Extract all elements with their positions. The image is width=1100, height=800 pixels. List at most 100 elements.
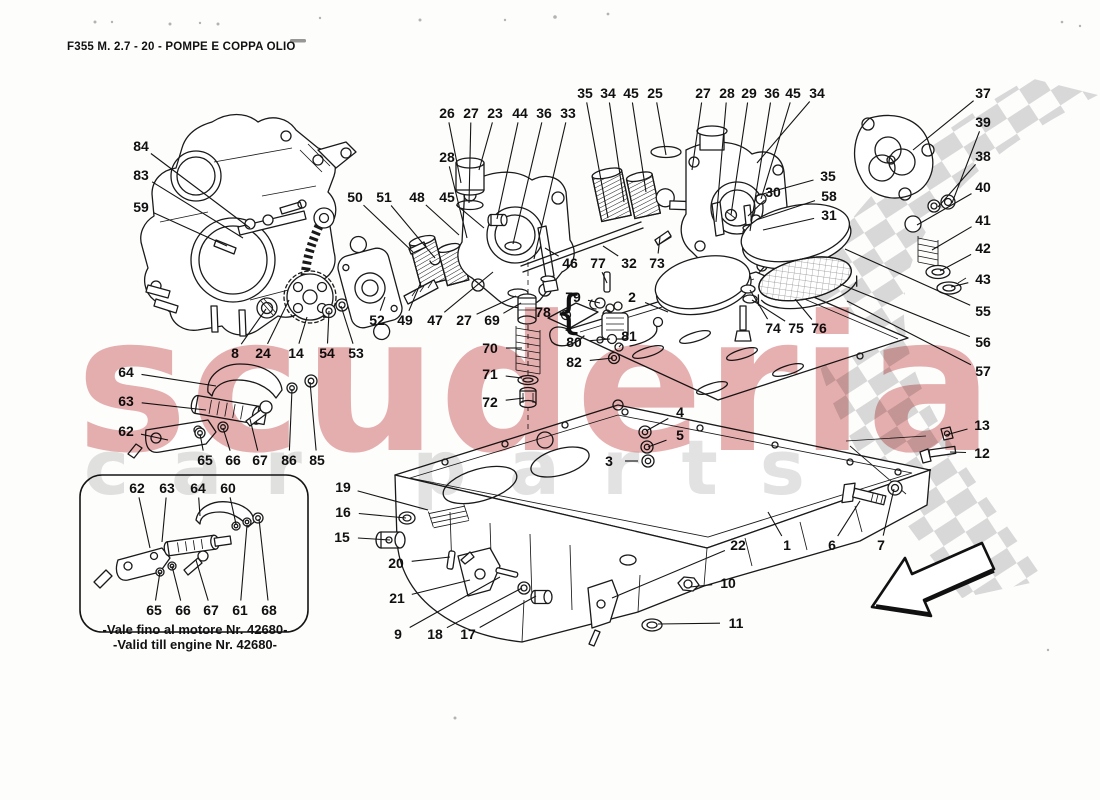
leader-line xyxy=(448,166,468,239)
leader-line xyxy=(195,559,209,601)
callout-81: 81 xyxy=(621,328,637,344)
callout-42: 42 xyxy=(975,240,991,256)
leader-line xyxy=(151,181,244,239)
callout-66: 66 xyxy=(175,602,191,618)
leader-line xyxy=(644,301,669,313)
callout-29: 29 xyxy=(741,85,757,101)
callout-4: 4 xyxy=(676,404,684,420)
callout-21: 21 xyxy=(389,590,405,606)
leader-line xyxy=(656,102,667,156)
leader-line xyxy=(715,102,727,223)
callout-27: 27 xyxy=(695,85,711,101)
callout-52: 52 xyxy=(369,312,385,328)
callout-67: 67 xyxy=(203,602,219,618)
callout-75: 75 xyxy=(788,320,804,336)
scan-specks xyxy=(93,12,1082,720)
leader-line xyxy=(844,248,971,306)
callout-27: 27 xyxy=(463,105,479,121)
leader-line xyxy=(288,388,293,451)
leader-line xyxy=(199,433,204,451)
callout-45: 45 xyxy=(439,189,455,205)
leader-line xyxy=(161,497,167,543)
group-brace: { xyxy=(554,285,583,339)
leader-line xyxy=(937,164,977,208)
leader-line xyxy=(309,381,317,451)
callout-45: 45 xyxy=(623,85,639,101)
leader-line xyxy=(589,338,611,342)
callout-54: 54 xyxy=(319,345,335,361)
leader-line xyxy=(258,518,269,601)
leader-line xyxy=(408,281,422,312)
callout-56: 56 xyxy=(975,334,991,350)
callout-71: 71 xyxy=(482,366,498,382)
callout-58: 58 xyxy=(821,188,837,204)
callout-35: 35 xyxy=(577,85,593,101)
chain-drive xyxy=(256,207,349,324)
leader-line xyxy=(443,271,494,313)
leader-line xyxy=(645,418,669,432)
callout-85: 85 xyxy=(309,452,325,468)
callout-24: 24 xyxy=(255,345,271,361)
leader-line xyxy=(544,247,559,257)
relief-lever-assembly xyxy=(127,363,318,459)
callout-63: 63 xyxy=(118,393,134,409)
callout-79: 79 xyxy=(565,289,581,305)
leader-line xyxy=(951,131,981,204)
callout-37: 37 xyxy=(975,85,991,101)
rotor-cover xyxy=(853,114,967,295)
oil-pump-left xyxy=(337,157,672,341)
leader-line xyxy=(586,102,609,219)
callout-59: 59 xyxy=(133,199,149,215)
callout-14: 14 xyxy=(288,345,304,361)
callout-61: 61 xyxy=(232,602,248,618)
callout-57: 57 xyxy=(975,363,991,379)
callout-2: 2 xyxy=(628,289,636,305)
leader-line xyxy=(794,298,813,320)
leader-line xyxy=(468,122,472,204)
leader-line xyxy=(611,549,726,599)
leader-line xyxy=(747,199,765,217)
leader-line xyxy=(390,205,436,259)
callout-33: 33 xyxy=(560,105,576,121)
callout-9: 9 xyxy=(394,626,402,642)
callout-62: 62 xyxy=(129,480,145,496)
leader-line xyxy=(756,101,811,164)
leader-line xyxy=(846,300,972,366)
callout-23: 23 xyxy=(487,105,503,121)
callout-35: 35 xyxy=(820,168,836,184)
leader-line xyxy=(945,428,968,436)
leader-line xyxy=(755,179,814,197)
inset-box xyxy=(79,474,309,633)
leader-line xyxy=(512,122,543,245)
leader-line xyxy=(657,622,721,625)
leader-line xyxy=(409,576,501,628)
leader-line xyxy=(505,397,525,401)
leader-line xyxy=(751,299,786,322)
callout-65: 65 xyxy=(197,452,213,468)
leader-line xyxy=(455,204,485,229)
leader-line xyxy=(298,316,308,344)
callout-12: 12 xyxy=(974,445,990,461)
leader-line xyxy=(171,565,182,601)
callout-86: 86 xyxy=(281,452,297,468)
callout-36: 36 xyxy=(536,105,552,121)
callout-32: 32 xyxy=(621,255,637,271)
callout-15: 15 xyxy=(334,529,350,545)
callout-20: 20 xyxy=(388,555,404,571)
leader-line xyxy=(755,200,816,221)
leader-line xyxy=(229,497,237,525)
callout-11: 11 xyxy=(729,615,744,631)
leader-line xyxy=(140,433,169,441)
leader-line xyxy=(657,236,661,254)
leader-line xyxy=(141,373,217,387)
leader-line xyxy=(249,418,259,451)
callout-46: 46 xyxy=(562,255,578,271)
callout-78: 78 xyxy=(535,304,551,320)
leader-line xyxy=(882,488,895,536)
callout-17: 17 xyxy=(460,626,476,642)
leader-line xyxy=(760,102,791,200)
filter-covers xyxy=(654,203,858,342)
callout-43: 43 xyxy=(975,271,991,287)
leader-line xyxy=(267,299,290,345)
